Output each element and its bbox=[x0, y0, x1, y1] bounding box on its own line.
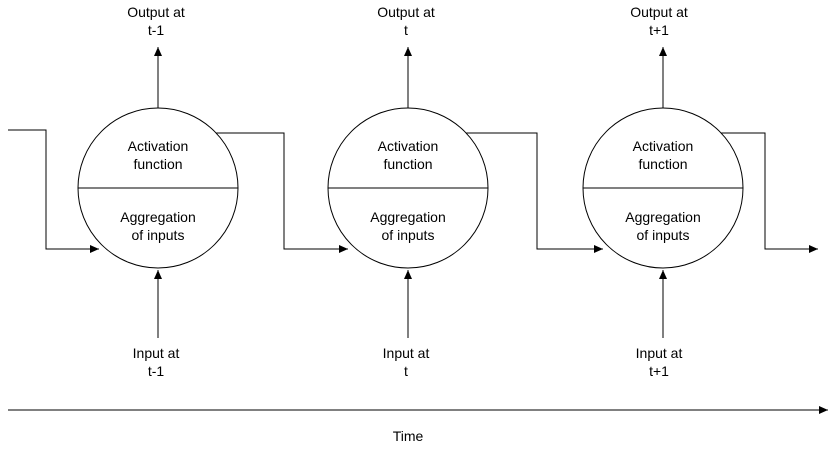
time-axis-label: Time bbox=[392, 428, 424, 444]
aggregation-label-t-plus-1: Aggregation of inputs bbox=[625, 208, 701, 244]
aggregation-line1: Aggregation bbox=[120, 209, 196, 225]
recurrent-arrow-in bbox=[8, 129, 99, 253]
output-label-t-minus-1: Output at t-1 bbox=[127, 3, 185, 39]
activation-function-label-t-minus-1: Activation function bbox=[128, 137, 189, 173]
activation-line1: Activation bbox=[377, 138, 439, 154]
aggregation-line2: of inputs bbox=[381, 227, 435, 243]
input-label-t-minus-1: Input at t-1 bbox=[133, 344, 180, 380]
aggregation-line2: of inputs bbox=[131, 227, 185, 243]
aggregation-line1: Aggregation bbox=[625, 209, 701, 225]
input-label-line1: Input at bbox=[382, 345, 430, 361]
input-label-line2: t bbox=[404, 363, 408, 379]
activation-function-label-t-plus-1: Activation function bbox=[633, 137, 694, 173]
activation-line2: function bbox=[383, 156, 433, 172]
input-label-line2: t+1 bbox=[649, 363, 669, 379]
activation-line2: function bbox=[133, 156, 183, 172]
activation-line1: Activation bbox=[127, 138, 189, 154]
output-label-t: Output at t bbox=[377, 3, 435, 39]
input-label-line2: t-1 bbox=[147, 363, 165, 379]
output-label-t-plus-1: Output at t+1 bbox=[630, 3, 688, 39]
recurrent-arrow-1-to-2 bbox=[216, 132, 348, 253]
aggregation-label-t: Aggregation of inputs bbox=[370, 208, 446, 244]
recurrent-arrow-out bbox=[721, 132, 818, 253]
activation-function-label-t: Activation function bbox=[378, 137, 439, 173]
input-label-t-plus-1: Input at t+1 bbox=[636, 344, 683, 380]
output-label-line1: Output at bbox=[127, 4, 185, 20]
output-label-line1: Output at bbox=[377, 4, 435, 20]
input-label-t: Input at t bbox=[383, 344, 430, 380]
aggregation-line1: Aggregation bbox=[370, 209, 446, 225]
output-label-line2: t bbox=[404, 22, 408, 38]
activation-line1: Activation bbox=[632, 138, 694, 154]
aggregation-label-t-minus-1: Aggregation of inputs bbox=[120, 208, 196, 244]
output-label-line2: t-1 bbox=[147, 22, 165, 38]
input-label-line1: Input at bbox=[635, 345, 683, 361]
input-label-line1: Input at bbox=[132, 345, 180, 361]
output-label-line2: t+1 bbox=[649, 22, 669, 38]
activation-line2: function bbox=[638, 156, 688, 172]
aggregation-line2: of inputs bbox=[636, 227, 690, 243]
recurrent-arrow-2-to-3 bbox=[466, 132, 603, 253]
output-label-line1: Output at bbox=[630, 4, 688, 20]
